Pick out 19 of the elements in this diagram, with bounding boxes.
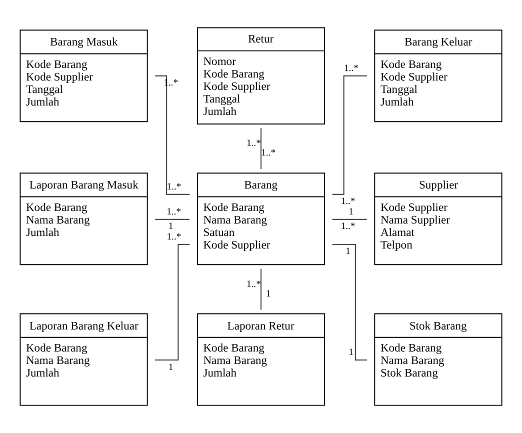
label: 1..* bbox=[246, 138, 261, 150]
connector bbox=[260, 268, 262, 310]
label: 1..* bbox=[166, 206, 182, 218]
label: 1..* bbox=[246, 279, 261, 290]
label: 1..* bbox=[340, 221, 356, 232]
label: 1..* bbox=[166, 181, 182, 192]
connector bbox=[154, 218, 190, 220]
label: 1..* bbox=[166, 232, 182, 243]
label: 1 bbox=[346, 246, 350, 258]
label: 1..* bbox=[344, 62, 358, 74]
label: 1..* bbox=[340, 196, 356, 208]
connector bbox=[332, 218, 368, 220]
label: 1 bbox=[168, 221, 174, 232]
label: 1 bbox=[348, 206, 354, 218]
label: 1 bbox=[348, 347, 354, 358]
label: 1..* bbox=[261, 148, 276, 159]
label: 1 bbox=[168, 362, 174, 373]
label: 1 bbox=[266, 288, 271, 300]
connector bbox=[260, 127, 262, 170]
